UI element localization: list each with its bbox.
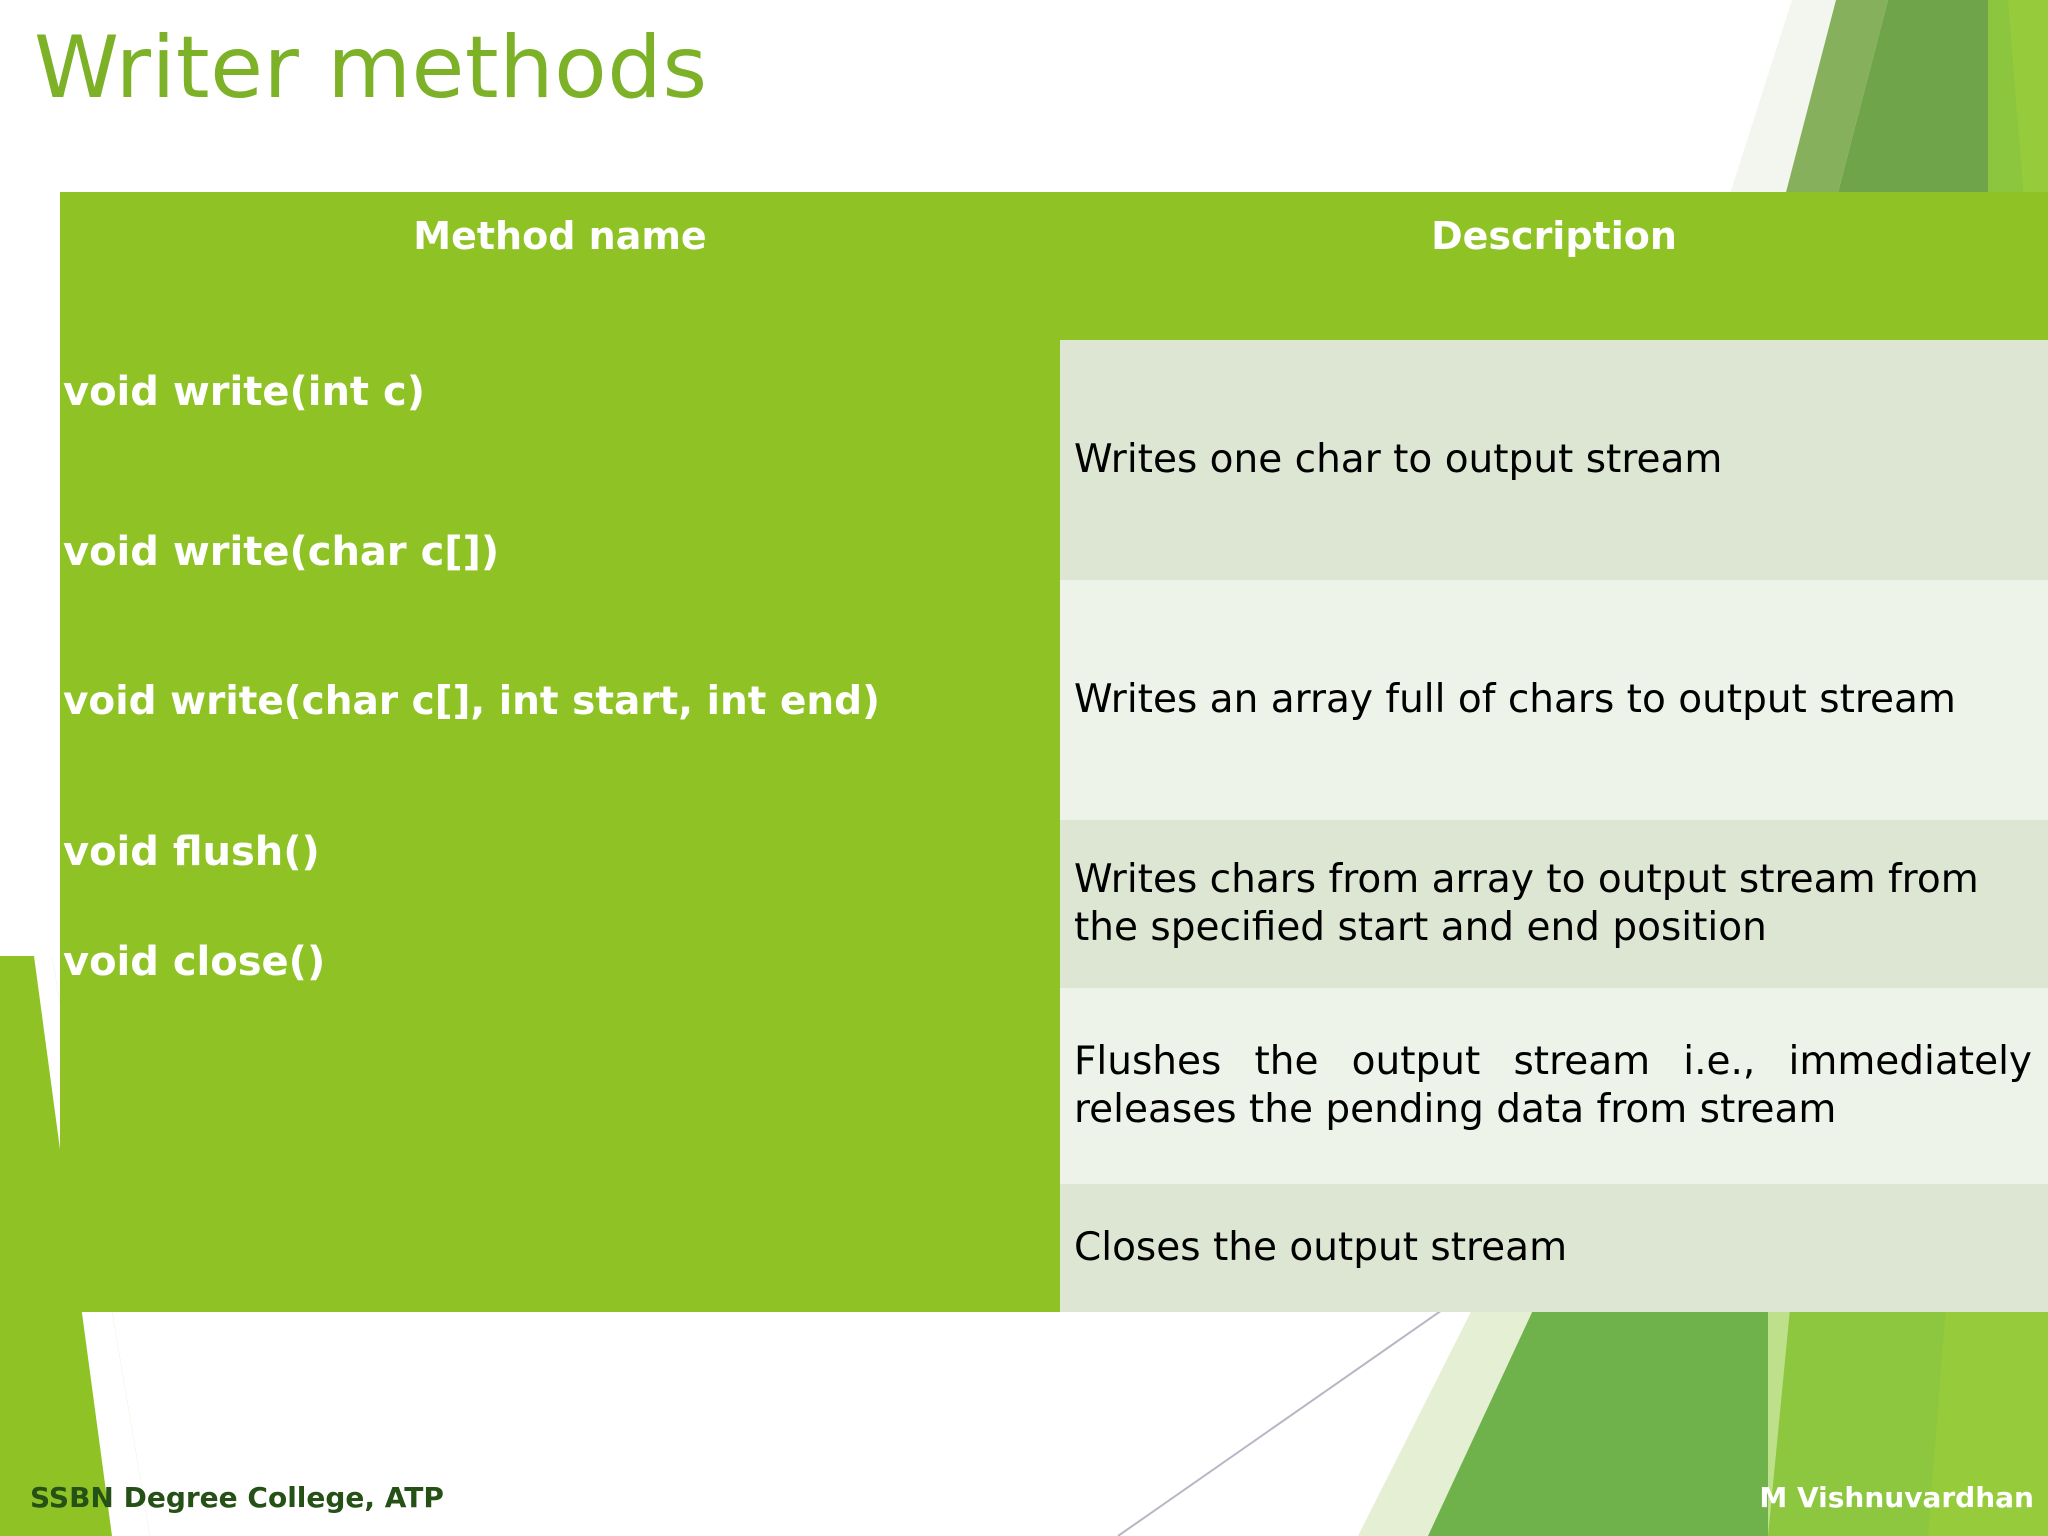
- writer-methods-table: Method name Description Writes one char …: [60, 192, 2048, 1312]
- table-cell-method-4: void flush(): [63, 829, 320, 875]
- table-cell-method-2: void write(char c[]): [63, 529, 500, 575]
- column-header-method-name: Method name: [413, 214, 707, 258]
- footer-author: M Vishnuvardhan: [1759, 1481, 2034, 1514]
- table-cell-method-1: void write(int c): [63, 369, 425, 415]
- footer-institution: SSBN Degree College, ATP: [30, 1481, 444, 1514]
- table-cell-description-5: Closes the output stream: [1060, 1184, 2048, 1312]
- description-text-3: Writes chars from array to output stream…: [1074, 857, 1979, 950]
- table-header-bar: [60, 192, 2048, 340]
- table-cell-description-4: Flushes the output stream i.e., immediat…: [1060, 988, 2048, 1184]
- table-cell-method-3: void write(char c[], int start, int end): [63, 679, 880, 724]
- table-cell-method-5: void close(): [63, 939, 326, 985]
- table-cell-description-2: Writes an array full of chars to output …: [1060, 580, 2048, 820]
- description-text-5: Closes the output stream: [1074, 1225, 1568, 1270]
- table-cell-description-1: Writes one char to output stream: [1060, 340, 2048, 580]
- description-text-2: Writes an array full of chars to output …: [1074, 677, 1956, 722]
- description-text-1: Writes one char to output stream: [1074, 437, 1723, 482]
- description-text-4: Flushes the output stream i.e., immediat…: [1074, 1039, 2032, 1132]
- method-column-background: [60, 192, 1060, 1312]
- column-header-description: Description: [1431, 214, 1677, 258]
- page-title: Writer methods: [34, 18, 708, 118]
- table-cell-description-3: Writes chars from array to output stream…: [1060, 820, 2048, 988]
- top-right-decoration: [1728, 0, 2048, 200]
